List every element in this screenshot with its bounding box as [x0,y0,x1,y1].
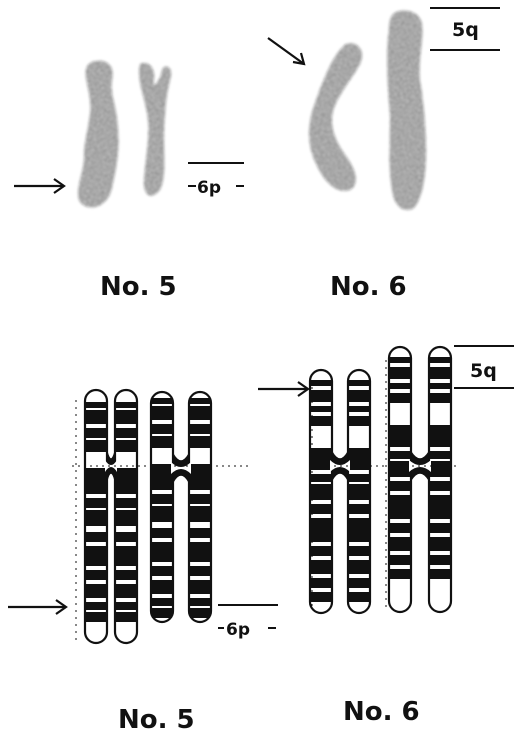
top-photo-panel: 6p 5q No. 5 No. 6 [14,8,500,302]
ideogram-no5-a-chromatid-right [115,390,137,643]
ideogram-no6-b [389,347,451,612]
photo-chromosome-5-left [78,61,119,208]
arrow-icon [14,179,64,193]
arrow-icon [8,600,66,614]
arrow-icon [268,38,304,64]
ideogram-no5-b-chromatid-left [151,392,173,622]
ideogram-no5-a [85,390,137,643]
photo-chromosome-6-left [309,43,362,191]
ideogram-label-no5: No. 5 [118,705,195,733]
marker-6p-top: 6p [188,163,244,198]
ideogram-no6-b-chromatid-left [389,347,411,612]
ideogram-no5-a-chromatid-left [85,390,107,643]
marker-5q-top: 5q [430,8,500,50]
marker-6p-bottom: 6p [218,605,278,640]
ideogram-no5-b-chromatid-right [189,392,211,622]
arrow-icon [258,382,308,396]
ideogram-no6-a [310,370,370,613]
marker-label: 5q [452,19,479,41]
photo-chromosome-6-right [387,11,426,210]
ideogram-no6-b-chromatid-right [429,347,451,612]
marker-label: 6p [226,620,250,640]
chromosome-label-no5: No. 5 [100,272,177,302]
chromosome-label-no6: No. 6 [330,272,407,302]
marker-label: 6p [197,178,221,198]
marker-label: 5q [470,360,497,382]
marker-5q-bottom: 5q [454,346,514,388]
ideogram-no5-b [151,392,211,622]
ideogram-no6-a-chromatid-left [310,370,332,613]
photo-chromosome-5-right [139,63,171,196]
ideogram-label-no6: No. 6 [343,697,420,727]
ideogram-no6-a-chromatid-right [348,370,370,613]
bottom-ideogram-panel [72,347,460,643]
centromere [171,454,191,482]
